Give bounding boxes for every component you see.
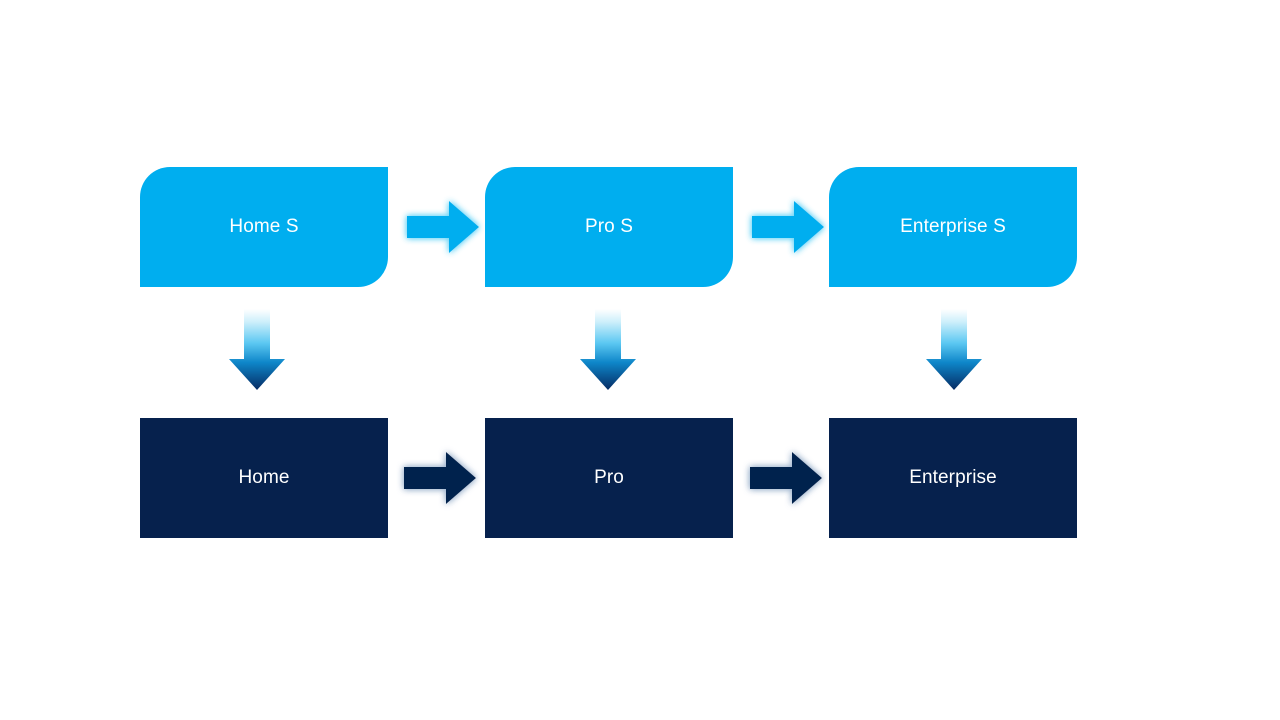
right-arrow-icon	[407, 201, 479, 253]
node-label: Home	[238, 466, 290, 488]
node-enterprise-s[interactable]: Enterprise S	[829, 167, 1077, 287]
node-label: Home S	[229, 215, 299, 237]
node-label: Enterprise	[909, 466, 997, 488]
connector-pro-to-enterprise	[748, 447, 824, 509]
connector-pro-s-to-pro	[579, 309, 637, 391]
connector-pro-s-to-enterprise-s	[750, 196, 826, 258]
node-home[interactable]: Home	[140, 418, 388, 538]
down-arrow-icon	[580, 309, 636, 390]
node-pro[interactable]: Pro	[485, 418, 733, 538]
node-label: Pro S	[584, 215, 634, 237]
node-label: Enterprise S	[900, 215, 1006, 237]
down-arrow-icon	[229, 309, 285, 390]
node-enterprise[interactable]: Enterprise	[829, 418, 1077, 538]
down-arrow-icon	[926, 309, 982, 390]
right-arrow-icon	[752, 201, 824, 253]
node-pro-s[interactable]: Pro S	[485, 167, 733, 287]
connector-home-to-pro	[402, 447, 478, 509]
connector-home-s-to-pro-s	[405, 196, 481, 258]
right-arrow-icon	[750, 452, 822, 504]
node-label: Pro	[594, 466, 624, 488]
connector-home-s-to-home	[228, 309, 286, 391]
connector-enterprise-s-to-enterprise	[925, 309, 983, 391]
right-arrow-icon	[404, 452, 476, 504]
node-home-s[interactable]: Home S	[140, 167, 388, 287]
